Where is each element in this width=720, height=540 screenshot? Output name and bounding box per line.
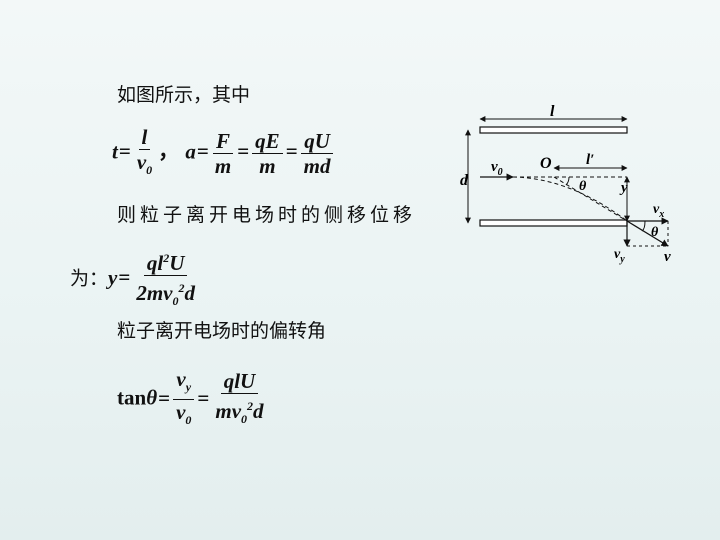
bottom-plate	[479, 219, 628, 227]
top-plate	[479, 126, 628, 134]
angle-sentence: 粒子离开电场时的偏转角	[117, 320, 327, 342]
label-v0: v0	[491, 159, 503, 178]
symbol-theta: θ	[146, 385, 158, 410]
label-wei: 为：	[70, 267, 109, 290]
label-l: l	[550, 103, 555, 120]
label-theta-small: θ	[579, 179, 587, 194]
symbol-y: y	[108, 265, 118, 290]
label-vx: vx	[653, 202, 664, 220]
label-O: O	[540, 155, 552, 172]
offset-sentence: 则粒子离开电场时的侧移位移	[117, 204, 417, 226]
label-lprime: l′	[586, 152, 594, 168]
intro-text: 如图所示，其中	[117, 84, 251, 106]
symbol-t: t	[112, 139, 118, 164]
label-y: y	[619, 180, 628, 196]
label-d: d	[460, 172, 469, 189]
label-vy: vy	[614, 247, 625, 265]
velocity-arrow	[626, 220, 669, 247]
symbol-a: a	[185, 139, 196, 164]
label-v: v	[664, 249, 671, 265]
theta-angle-arc-exit	[641, 220, 646, 232]
theta-angle-arc	[565, 176, 570, 186]
trajectory-curve	[512, 176, 628, 222]
label-theta-exit: θ	[651, 225, 659, 240]
symbol-tan: tan	[117, 385, 147, 410]
deflection-diagram: l d v0 O l′ θ y vx vy v θ	[460, 103, 671, 265]
tangent-line	[553, 176, 628, 222]
